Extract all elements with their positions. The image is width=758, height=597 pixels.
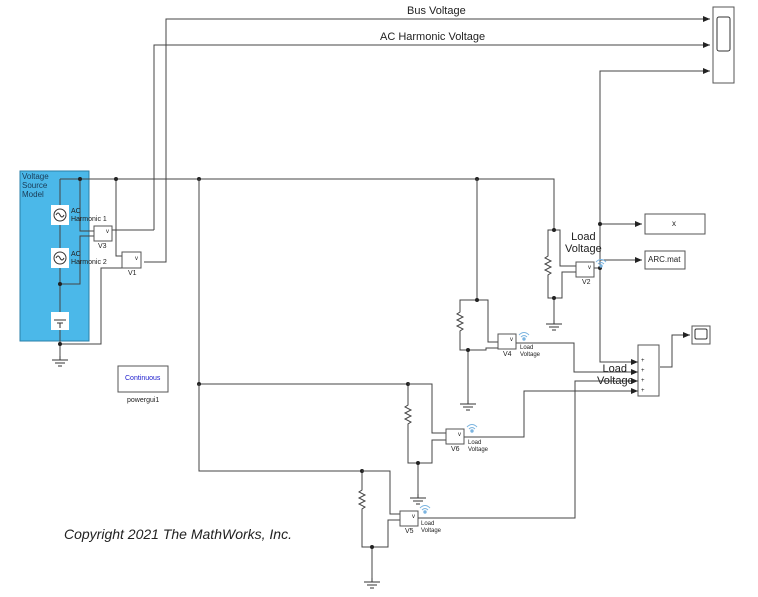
tag-line: Voltage <box>468 447 489 453</box>
source-label-line: Harmonic 1 <box>71 216 107 223</box>
voltage-meter-v3[interactable] <box>93 225 113 242</box>
signal-label-line: Voltage <box>597 375 634 387</box>
sum-sign: + <box>641 388 645 394</box>
ac-harmonic-voltage-line[interactable] <box>153 42 710 230</box>
ac-harmonic-2-label: AC Harmonic 2 <box>71 251 107 267</box>
sum-block[interactable] <box>637 344 660 397</box>
dc-source[interactable] <box>51 312 69 330</box>
v4-label: V4 <box>503 351 512 358</box>
subsystem-title-line: Model <box>22 190 44 199</box>
tag-line: Load <box>468 440 482 446</box>
resistor-icon[interactable] <box>403 398 413 435</box>
to-workspace-label: x <box>672 219 676 228</box>
tag-line: Load <box>520 345 534 351</box>
v6-label: V6 <box>451 446 460 453</box>
goto-tag-icon <box>518 332 530 341</box>
source-label-line: Harmonic 2 <box>71 259 107 266</box>
resistor-icon[interactable] <box>357 484 367 518</box>
v3-label: V3 <box>98 243 107 250</box>
meter-v-text: v <box>135 256 138 262</box>
scope-screen-icon <box>694 328 708 340</box>
meter-v-text: v <box>458 432 461 438</box>
signal-label-line: Voltage <box>565 243 602 255</box>
ground-icon <box>460 400 476 411</box>
source-label-line: AC <box>71 251 81 258</box>
ground-icon <box>546 320 562 331</box>
load-voltage-to-scope-line[interactable] <box>599 68 710 226</box>
goto-tag-icon <box>419 505 431 514</box>
sum-sign: + <box>641 378 645 384</box>
v5-label: V5 <box>405 528 414 535</box>
meter-v-text: v <box>588 265 591 271</box>
voltage-meter-v1[interactable] <box>121 251 142 269</box>
powergui-name: powergui1 <box>127 397 160 404</box>
resistor-icon[interactable] <box>543 250 553 282</box>
load-voltage-signal-label-top: Load Voltage <box>565 231 602 255</box>
goto-tag-icon <box>466 424 478 433</box>
goto-tag-icon <box>595 259 607 268</box>
subsystem-title: Voltage Source Model <box>22 172 49 199</box>
meter-v-text: v <box>510 337 513 343</box>
voltage-meter-v6[interactable] <box>445 428 465 445</box>
meter-v-text: v <box>106 229 109 235</box>
ac-harmonic-1-label: AC Harmonic 1 <box>71 208 107 224</box>
sum-sign: + <box>641 358 645 364</box>
scope-screen-icon <box>716 16 731 52</box>
resistor-icon[interactable] <box>455 306 465 339</box>
to-file-label: ARC.mat <box>648 255 681 264</box>
powergui-block[interactable] <box>117 365 169 393</box>
source-label-line: AC <box>71 208 81 215</box>
to-file-block[interactable] <box>644 250 686 270</box>
meter-v-text: v <box>412 514 415 520</box>
tag-line: Voltage <box>520 352 541 358</box>
signal-label-line: Load <box>571 231 596 243</box>
ac-harmonic-voltage-label: AC Harmonic Voltage <box>380 31 486 43</box>
ground-icon <box>364 578 380 589</box>
copyright-text: Copyright 2021 The MathWorks, Inc. <box>64 526 292 542</box>
tag-line: Voltage <box>421 528 442 534</box>
voltage-meter-v4[interactable] <box>497 333 517 350</box>
tag-line: Load <box>421 521 435 527</box>
bus-voltage-line[interactable] <box>165 16 710 100</box>
voltage-meter-v2[interactable] <box>575 261 595 278</box>
to-workspace-block[interactable] <box>644 213 706 235</box>
main-bus-wire <box>60 178 555 230</box>
voltage-meter-v5[interactable] <box>399 510 419 527</box>
powergui-mode: Continuous <box>125 375 161 382</box>
v2-label: V2 <box>582 279 591 286</box>
load-voltage-signal-label-sum: Load Voltage <box>597 363 634 387</box>
v1-label: V1 <box>128 270 137 277</box>
sum-sign: + <box>641 368 645 374</box>
ac-source-harmonic-1[interactable] <box>51 205 69 225</box>
signal-label-line: Load <box>602 363 627 375</box>
bus-voltage-label: Bus Voltage <box>407 5 466 17</box>
subsystem-title-line: Voltage <box>22 172 49 181</box>
ground-icon <box>52 356 68 367</box>
ground-icon <box>410 494 426 505</box>
ac-source-harmonic-2[interactable] <box>51 248 69 268</box>
subsystem-title-line: Source <box>22 181 48 190</box>
